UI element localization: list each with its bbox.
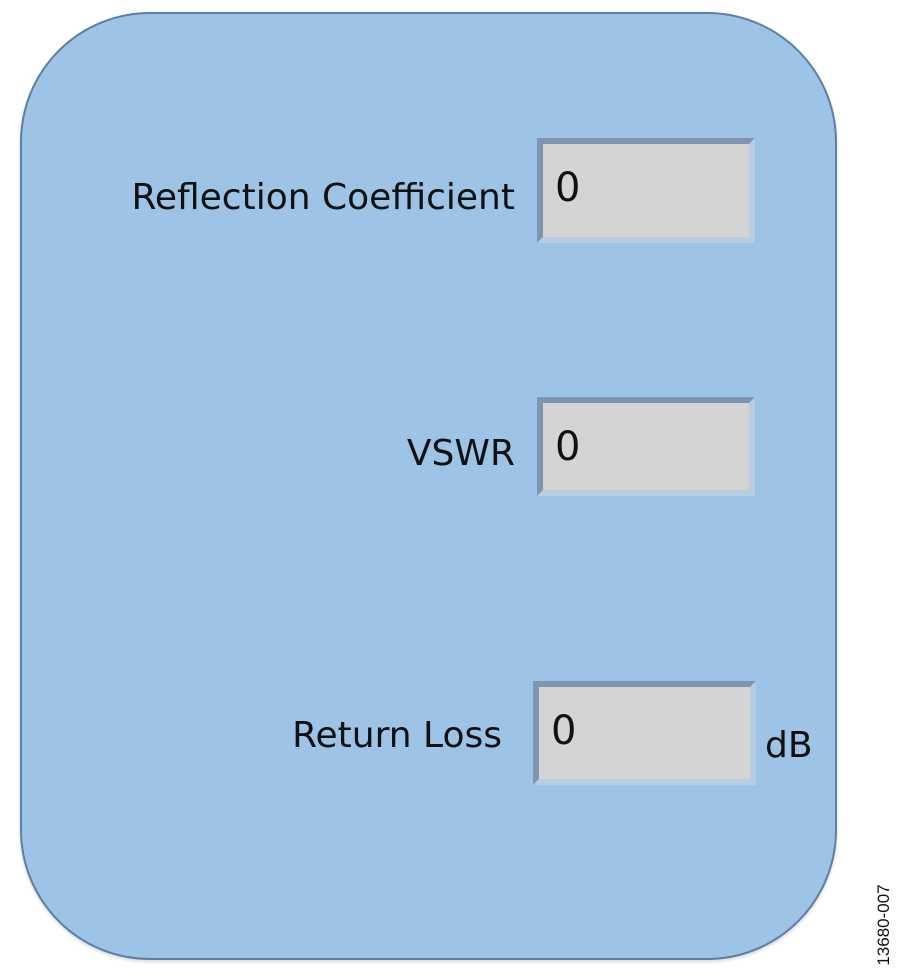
return-loss-unit: dB bbox=[765, 725, 813, 766]
return-loss-field[interactable]: 0 bbox=[533, 681, 756, 785]
reflection-coefficient-label: Reflection Coefficient bbox=[131, 177, 515, 218]
reflection-coefficient-field[interactable]: 0 bbox=[537, 138, 755, 243]
return-loss-label: Return Loss bbox=[292, 715, 502, 756]
vswr-label: VSWR bbox=[406, 433, 515, 474]
vswr-field[interactable]: 0 bbox=[537, 397, 755, 496]
figure-id: 13680-007 bbox=[874, 884, 893, 966]
